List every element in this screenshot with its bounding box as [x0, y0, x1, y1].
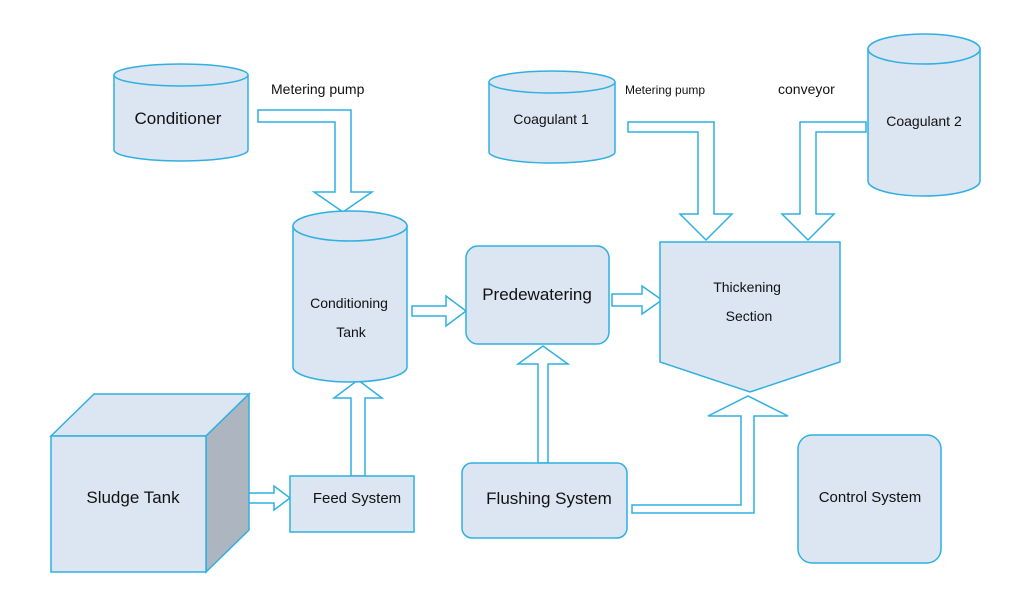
thickening-section-label-line1: Thickening — [713, 279, 781, 295]
flushing-system: Flushing System — [461, 462, 628, 539]
coagulant-2-tank: Coagulant 2 — [867, 33, 981, 197]
control-system: Control System — [797, 434, 942, 564]
thickening-section-label: Thickening Section — [713, 279, 785, 324]
coagulant-1-tank: Coagulant 1 — [488, 70, 616, 164]
feed-system-label: Feed System — [313, 490, 401, 507]
arrow-conditioning-to-predewatering — [411, 294, 468, 328]
coagulant-1-label: Coagulant 1 — [513, 111, 589, 127]
sludge-tank-label: Sludge Tank — [86, 488, 180, 507]
feed-system: Feed System — [289, 475, 415, 533]
predewatering-label: Predewatering — [482, 285, 592, 304]
arrow-flushing-to-predewatering — [515, 345, 571, 464]
conditioning-tank-label-line1: Conditioning — [310, 295, 388, 311]
conditioning-tank-label: Conditioning Tank — [310, 295, 392, 340]
metering-pump-label-2: Metering pump — [625, 83, 705, 97]
arrow-flushing-to-thickening — [631, 395, 789, 514]
predewatering-unit: Predewatering — [465, 245, 610, 345]
metering-pump-label-1: Metering pump — [271, 81, 365, 97]
arrow-feed-to-conditioning — [331, 379, 385, 477]
thickening-section-label-line2: Section — [726, 308, 773, 324]
conditioner-tank: Conditioner — [113, 63, 249, 162]
arrow-sludge-to-feed — [247, 484, 292, 512]
coagulant-2-label: Coagulant 2 — [886, 113, 962, 129]
conditioning-tank-label-line2: Tank — [336, 324, 367, 340]
arrow-coagulant2-to-thickening — [780, 121, 867, 242]
conditioner-label: Conditioner — [135, 109, 222, 128]
arrow-conditioner-to-conditioning-tank — [257, 109, 375, 213]
flushing-system-label: Flushing System — [486, 489, 612, 508]
conveyor-label: conveyor — [778, 81, 835, 97]
thickening-section: Thickening Section — [659, 241, 841, 393]
sludge-tank: Sludge Tank — [49, 392, 251, 574]
conditioning-tank: Conditioning Tank — [292, 210, 408, 383]
arrow-predewatering-to-thickening — [611, 284, 664, 316]
control-system-label: Control System — [819, 489, 922, 506]
arrow-coagulant1-to-thickening — [627, 121, 734, 242]
